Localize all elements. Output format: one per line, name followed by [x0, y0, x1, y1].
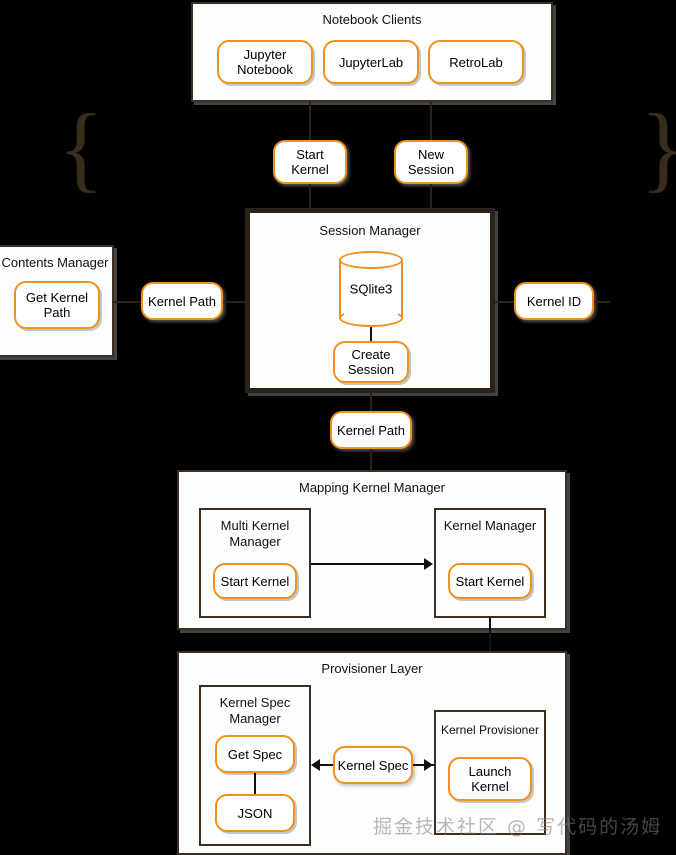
notebook-clients-title: Notebook Clients: [322, 12, 422, 27]
mapping-kernel-manager-title: Mapping Kernel Manager: [299, 480, 445, 495]
action-start-kernel[interactable]: Start Kernel: [273, 140, 347, 184]
sqlite3-label: SQlite3: [349, 281, 393, 297]
client-jupyterlab[interactable]: JupyterLab: [323, 40, 419, 84]
client-retrolab[interactable]: RetroLab: [428, 40, 524, 84]
action-create-session[interactable]: Create Session: [333, 341, 409, 383]
connector-new-session-to-session-manager: [430, 184, 432, 208]
multi-kernel-manager-title: Multi Kernel Manager: [220, 518, 290, 549]
kernel-provisioner-launch-kernel[interactable]: Launch Kernel: [448, 757, 532, 801]
connector-mkm-to-km: [311, 563, 425, 565]
left-brace: {: [58, 94, 105, 201]
kernel-spec-manager-json[interactable]: JSON: [215, 794, 295, 832]
kernel-manager-panel: Kernel Manager: [434, 508, 546, 618]
connector-start-kernel-to-session-manager: [309, 184, 311, 208]
provisioner-layer-title: Provisioner Layer: [321, 661, 423, 676]
connector-kernel-path-to-mapping-manager: [370, 449, 372, 471]
sqlite3-database-cylinder: SQlite3: [339, 251, 403, 327]
connector-kernel-spec-left: [313, 764, 337, 766]
action-get-kernel-path[interactable]: Get Kernel Path: [14, 281, 100, 329]
arrowhead-mkm-to-km: [424, 558, 433, 570]
message-kernel-path-left[interactable]: Kernel Path: [141, 282, 223, 320]
connector-kernel-path-to-session-manager: [223, 301, 247, 303]
cylinder-bottom: [339, 309, 403, 327]
message-kernel-spec[interactable]: Kernel Spec: [333, 746, 413, 784]
right-brace: }: [640, 100, 676, 196]
connector-clients-to-new-session: [430, 102, 432, 140]
connector-contents-to-kernel-path: [114, 301, 144, 303]
message-kernel-path-down[interactable]: Kernel Path: [330, 411, 412, 449]
client-jupyter-notebook[interactable]: Jupyter Notebook: [217, 40, 313, 84]
connector-session-manager-to-kernel-id: [493, 301, 515, 303]
kernel-spec-manager-get-spec[interactable]: Get Spec: [215, 735, 295, 773]
arrowhead-kernel-spec-right: [424, 759, 433, 771]
kernel-manager-title: Kernel Manager: [443, 518, 537, 533]
kernel-provisioner-title: Kernel Provisioner: [440, 723, 540, 737]
connector-clients-to-start-kernel: [309, 102, 311, 140]
message-kernel-id[interactable]: Kernel ID: [514, 282, 594, 320]
multi-kernel-manager-start-kernel[interactable]: Start Kernel: [213, 563, 297, 599]
connector-kernel-id-out: [594, 301, 610, 303]
connector-sqlite-to-create-session: [370, 327, 372, 343]
kernel-manager-start-kernel[interactable]: Start Kernel: [448, 563, 532, 599]
action-new-session[interactable]: New Session: [394, 140, 468, 184]
connector-get-spec-to-json: [254, 773, 256, 794]
kernel-spec-manager-title: Kernel Spec Manager: [219, 695, 291, 726]
watermark: 掘金技术社区 @ 写代码的汤姆: [373, 816, 663, 838]
cylinder-top: [339, 251, 403, 269]
connector-session-manager-to-kernel-path-down: [370, 393, 372, 411]
session-manager-title: Session Manager: [319, 223, 421, 238]
contents-manager-title: Contents Manager: [1, 255, 109, 270]
arrowhead-kernel-spec-left: [311, 759, 320, 771]
